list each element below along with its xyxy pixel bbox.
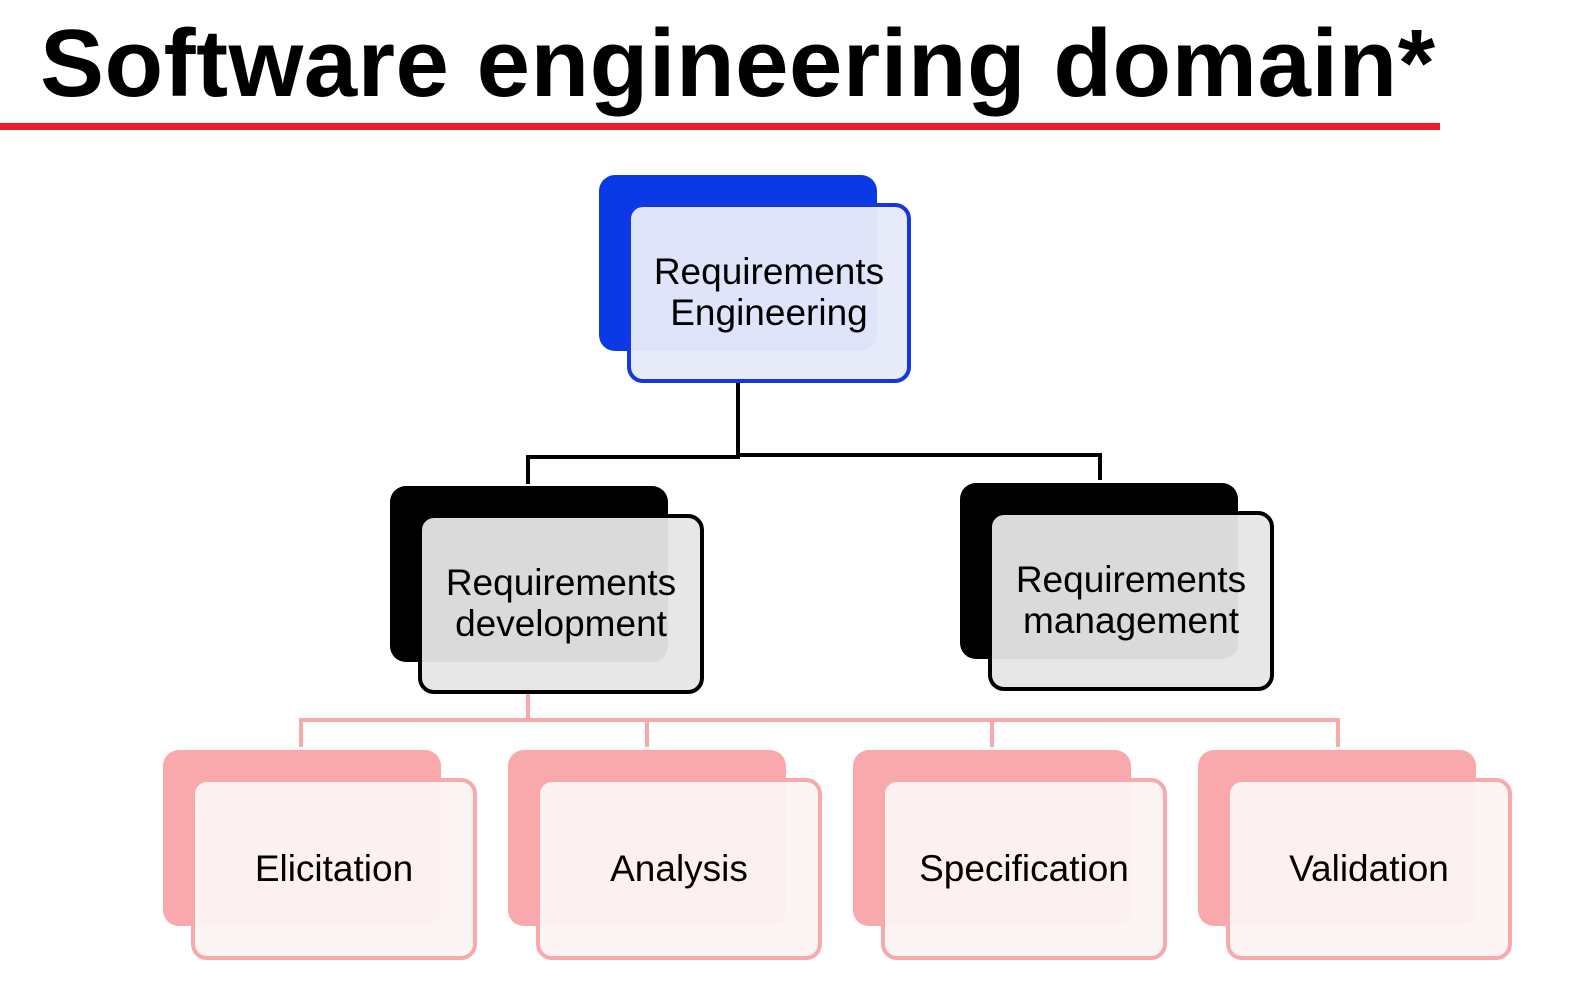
node-label-requirements-development: Requirements development	[445, 562, 677, 644]
node-box: Specification	[881, 778, 1167, 960]
node-box: Requirements Engineering	[627, 203, 911, 383]
node-box: Requirements management	[988, 511, 1274, 691]
node-label-elicitation: Elicitation	[254, 847, 414, 889]
node-label-validation: Validation	[1289, 847, 1449, 889]
connector-root-to-management	[738, 453, 1102, 480]
node-label-specification: Specification	[919, 847, 1129, 889]
connector-root-to-development	[526, 380, 740, 484]
node-box: Requirements development	[418, 514, 704, 694]
node-label-analysis: Analysis	[610, 847, 748, 889]
node-box: Validation	[1226, 778, 1512, 960]
node-label-requirements-management: Requirements management	[1015, 559, 1247, 641]
connector-leaf-bus	[299, 718, 1340, 747]
node-label-requirements-engineering: Requirements Engineering	[653, 251, 885, 333]
title-underline	[0, 123, 1440, 130]
node-box: Analysis	[536, 778, 822, 960]
page-title: Software engineering domain*	[40, 10, 1436, 117]
node-box: Elicitation	[191, 778, 477, 960]
